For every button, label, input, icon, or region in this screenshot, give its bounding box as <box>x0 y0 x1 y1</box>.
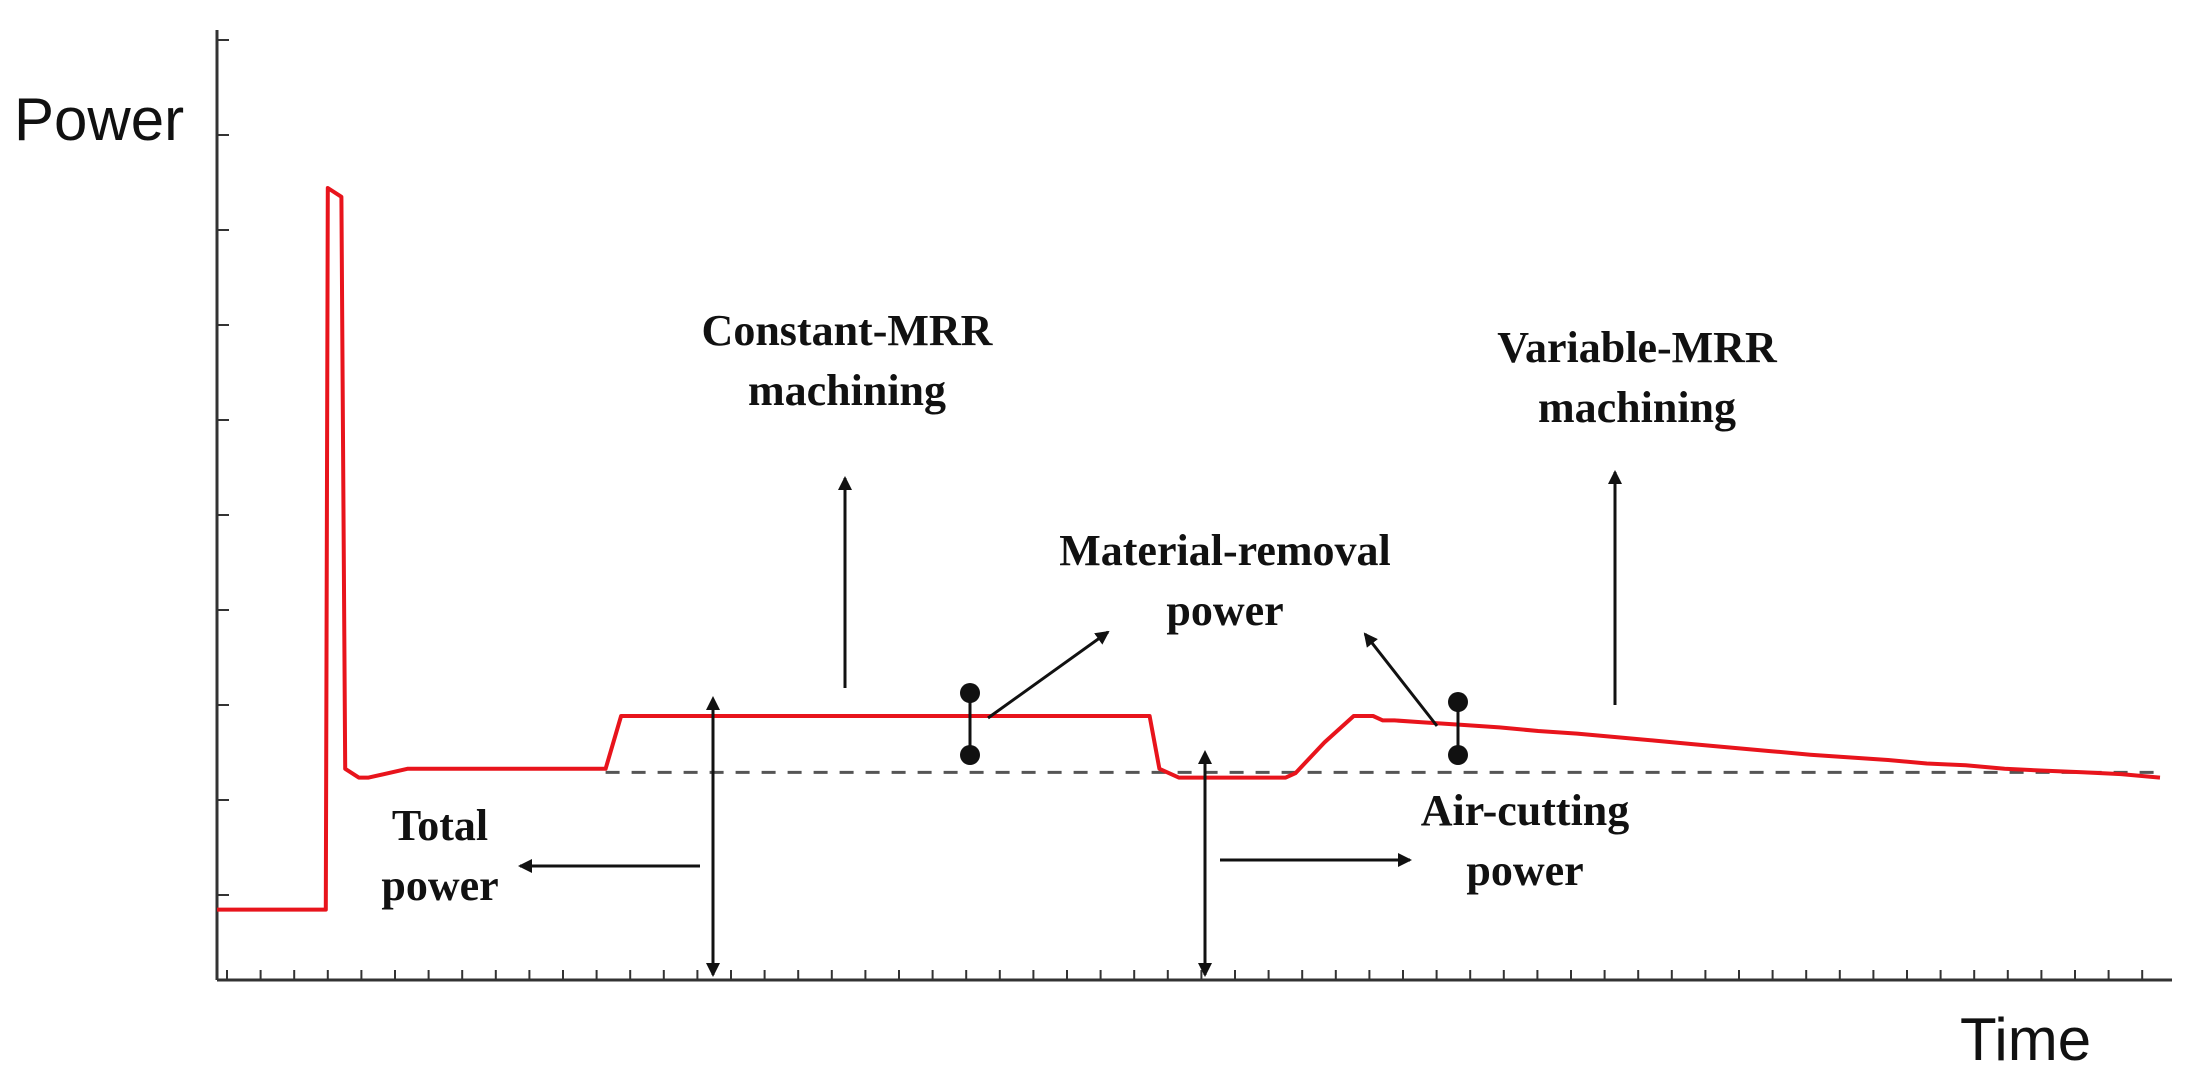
air-cutting-label-line2: power <box>1466 846 1583 895</box>
y-axis-ticks <box>217 39 229 896</box>
total-power-label-line2: power <box>381 861 498 910</box>
dot-mr-right-top <box>1448 692 1468 712</box>
x-axis-ticks <box>226 970 2144 980</box>
variable-mrr-label-line1: Variable-MRR <box>1497 323 1778 372</box>
dot-mr-left-bottom <box>960 745 980 765</box>
x-axis-label: Time <box>1960 1006 2091 1073</box>
material-removal-arrow-right <box>1363 632 1439 727</box>
air-cutting-label-line1: Air-cutting <box>1421 786 1630 835</box>
material-removal-label-line2: power <box>1166 586 1283 635</box>
y-axis-label: Power <box>14 86 184 153</box>
dot-mr-left-top <box>960 683 980 703</box>
material-removal-arrow-left <box>987 630 1110 720</box>
constant-mrr-label-line2: machining <box>748 366 946 415</box>
axes <box>215 30 2172 982</box>
annotation-labels: Constant-MRR machining Variable-MRR mach… <box>381 306 1778 910</box>
total-power-label-line1: Total <box>392 801 488 850</box>
annotation-dots <box>960 683 1468 765</box>
constant-mrr-label-line1: Constant-MRR <box>702 306 994 355</box>
variable-mrr-label-line2: machining <box>1538 383 1736 432</box>
material-removal-label-line1: Material-removal <box>1059 526 1390 575</box>
power-series-line <box>217 186 2161 912</box>
dot-mr-right-bottom <box>1448 745 1468 765</box>
